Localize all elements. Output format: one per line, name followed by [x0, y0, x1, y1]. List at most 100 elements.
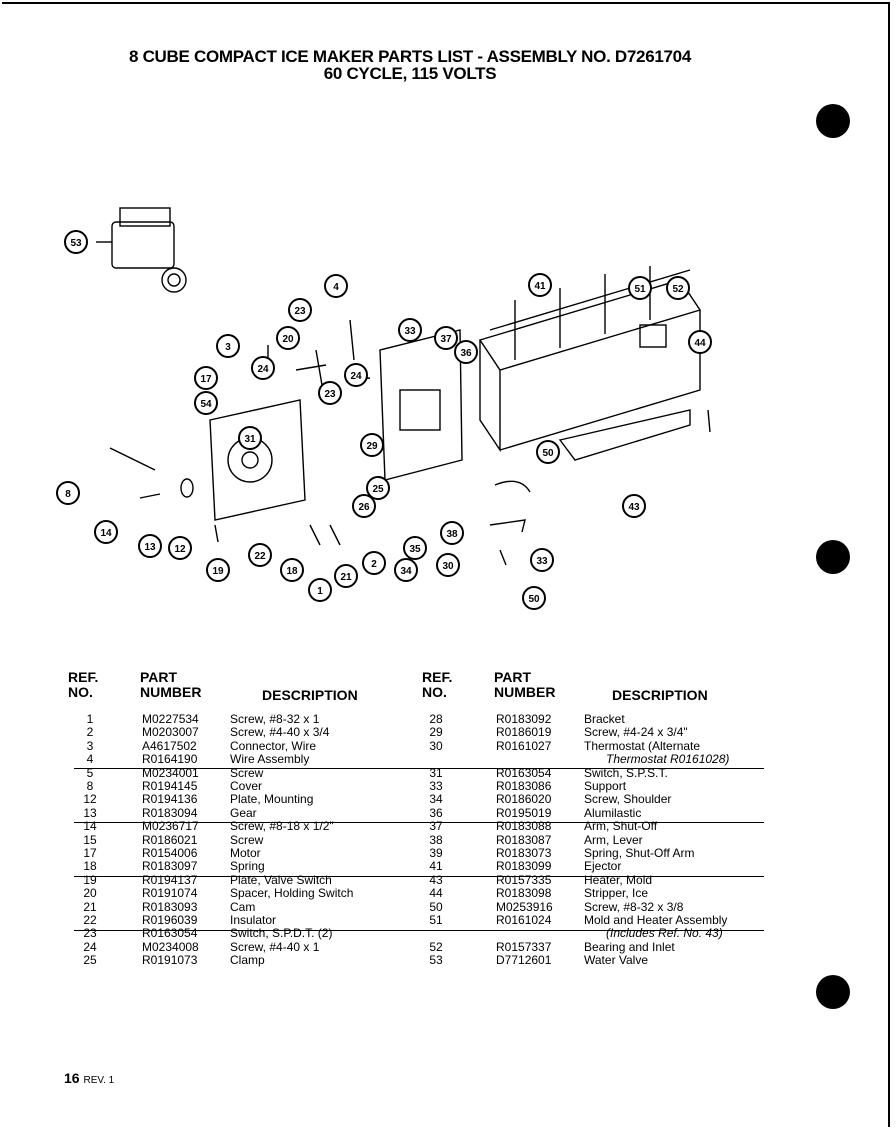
- svg-text:2: 2: [371, 559, 377, 570]
- ref-no: 3: [86, 738, 94, 753]
- part-number: R0183073: [496, 846, 552, 860]
- callout-ref: 33: [530, 548, 554, 572]
- ref-no: 8: [86, 779, 94, 793]
- ref-no: 21: [83, 899, 97, 914]
- svg-text:26: 26: [358, 502, 370, 513]
- part-number: R0161027: [496, 738, 552, 753]
- part-number: R0183094: [142, 805, 198, 820]
- callout-ref: 19: [206, 558, 230, 582]
- mold-assembly-drawing: [478, 266, 702, 461]
- svg-text:23: 23: [324, 389, 336, 400]
- part-number: A4617502: [142, 738, 197, 753]
- part-number: R0191073: [142, 953, 198, 968]
- svg-text:14: 14: [100, 528, 112, 539]
- callout-ref: 34: [394, 558, 418, 582]
- svg-text:36: 36: [460, 348, 472, 359]
- svg-text:37: 37: [440, 334, 452, 345]
- callout-ref: 23: [318, 381, 342, 405]
- callout-ref: 29: [360, 433, 384, 457]
- callout-ref: 18: [280, 558, 304, 582]
- part-description: Insulator: [230, 913, 277, 927]
- callout-ref: 41: [528, 273, 552, 297]
- callout-ref: 21: [334, 564, 358, 588]
- part-number: R0183092: [496, 712, 552, 726]
- svg-text:8: 8: [65, 489, 71, 500]
- ref-no: 29: [429, 725, 443, 740]
- row-divider: [74, 930, 764, 931]
- part-number: R0154006: [142, 846, 198, 860]
- part-number: R0183099: [496, 859, 552, 874]
- callout-ref: 8: [56, 481, 80, 505]
- callout-ref: 51: [628, 276, 652, 300]
- part-number: R0183098: [496, 886, 552, 901]
- part-number: R0196039: [142, 913, 198, 927]
- part-description: Screw, #4-40 x 3/4: [230, 725, 330, 740]
- part-description: Spacer, Holding Switch: [230, 886, 354, 901]
- svg-text:33: 33: [404, 326, 416, 337]
- part-description: Spring: [230, 859, 265, 874]
- ref-no: 44: [429, 886, 443, 901]
- part-description: Spring, Shut-Off Arm: [584, 846, 695, 860]
- housing-drawing: [109, 399, 306, 521]
- part-description: Plate, Mounting: [230, 792, 314, 807]
- callout-ref: 2: [362, 551, 386, 575]
- callout-ref: 50: [536, 440, 560, 464]
- part-description: Water Valve: [584, 953, 649, 968]
- ref-no: 28: [429, 712, 443, 726]
- part-description: Stripper, Ice: [584, 886, 649, 901]
- svg-text:34: 34: [400, 566, 412, 577]
- svg-text:4: 4: [333, 282, 339, 293]
- ref-no: 30: [429, 738, 443, 753]
- ref-no: 51: [429, 913, 443, 927]
- revision: REV. 1: [83, 1075, 115, 1086]
- svg-text:31: 31: [244, 434, 256, 445]
- water-valve-drawing: [96, 207, 187, 293]
- part-description: Screw, #8-32 x 3/8: [584, 899, 684, 914]
- ref-no: 38: [429, 832, 443, 847]
- part-number: R0186021: [142, 832, 198, 847]
- svg-text:3: 3: [225, 342, 231, 353]
- part-number: R0195019: [496, 805, 552, 820]
- part-number: R0183087: [496, 832, 552, 847]
- ref-no: 41: [429, 859, 443, 874]
- part-number: D7712601: [496, 953, 552, 968]
- row-divider: [74, 876, 764, 877]
- callout-ref: 50: [522, 586, 546, 610]
- callout-ref: 38: [440, 521, 464, 545]
- part-description: Mold and Heater Assembly: [584, 913, 728, 927]
- part-description: Screw, #4-24 x 3/4": [584, 725, 688, 740]
- svg-text:30: 30: [442, 561, 454, 572]
- part-number: M0253916: [496, 899, 553, 914]
- svg-text:22: 22: [254, 551, 266, 562]
- callout-ref: 17: [194, 366, 218, 390]
- svg-text:44: 44: [694, 338, 706, 349]
- ref-no: 25: [83, 953, 97, 968]
- svg-text:21: 21: [340, 572, 352, 583]
- callout-ref: 54: [194, 391, 218, 415]
- ref-no: 5: [86, 765, 94, 780]
- callout-ref: 44: [688, 330, 712, 354]
- callout-ref: 53: [64, 230, 88, 254]
- ref-no: 53: [429, 953, 443, 968]
- ref-no: 1: [86, 712, 94, 726]
- callout-ref: 4: [324, 274, 348, 298]
- ref-no: 22: [83, 913, 97, 927]
- svg-text:33: 33: [536, 556, 548, 567]
- page-number: 16: [64, 1070, 80, 1086]
- svg-text:29: 29: [366, 441, 378, 452]
- ref-no: 13: [83, 805, 97, 820]
- punch-hole: [816, 104, 850, 138]
- callout-ref: 3: [216, 334, 240, 358]
- part-number: R0183093: [142, 899, 198, 914]
- callout-ref: 36: [454, 340, 478, 364]
- svg-text:12: 12: [174, 544, 186, 555]
- ref-no: 4: [86, 752, 94, 767]
- svg-text:54: 54: [200, 399, 212, 410]
- svg-text:20: 20: [282, 334, 294, 345]
- part-description: Thermostat (Alternate: [584, 738, 701, 753]
- ref-no: 20: [83, 886, 97, 901]
- part-description: Bracket: [584, 712, 625, 726]
- part-number: R0157337: [496, 939, 552, 954]
